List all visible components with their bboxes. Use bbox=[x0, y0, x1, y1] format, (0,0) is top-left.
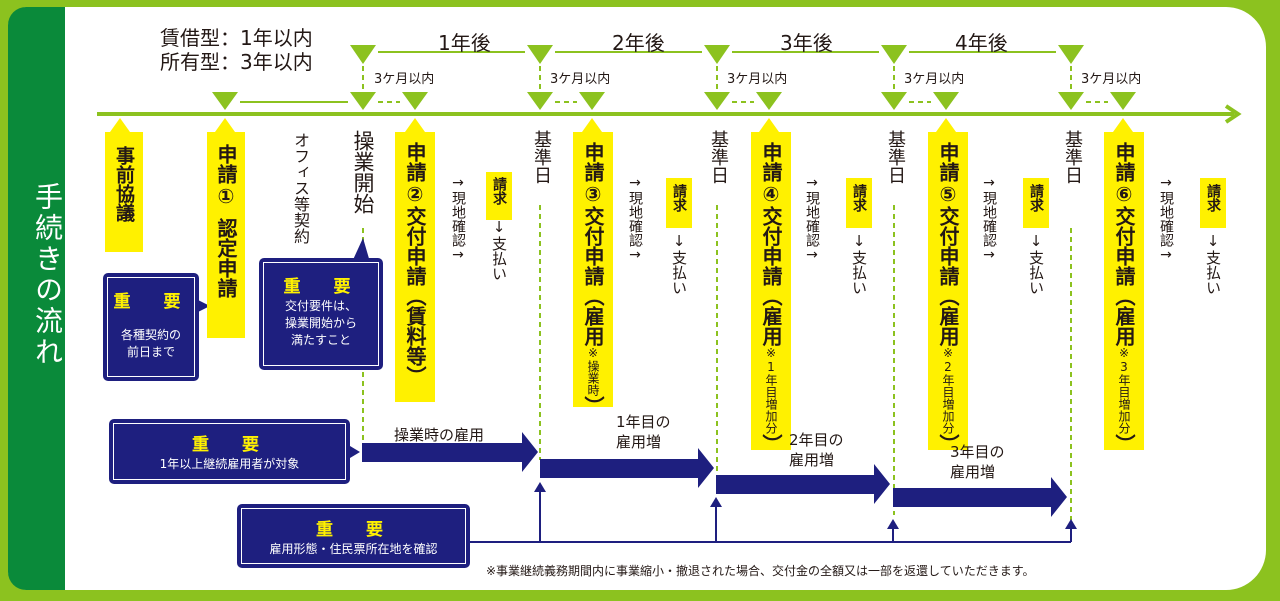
footnote: ※事業継続義務期間内に事業縮小・撤退された場合、交付金の全額又は一部を返還してい… bbox=[486, 564, 1035, 578]
payment-label: ↓支払い bbox=[850, 232, 868, 295]
app1-body: 認定申請 bbox=[214, 218, 238, 298]
up-arrow-icon bbox=[710, 497, 722, 507]
within-3-months-label: 3ケ月以内 bbox=[550, 72, 611, 87]
base-date-label: 基準日 bbox=[531, 130, 552, 184]
site-check-label: →現地確認→ bbox=[1158, 175, 1174, 263]
operation-start-label: 操業開始 bbox=[351, 130, 375, 214]
lease-type-note: 賃借型：1年以内 bbox=[160, 26, 313, 50]
payment-label: ↓支払い bbox=[1027, 232, 1045, 295]
claim-label: 請求 bbox=[1200, 178, 1226, 228]
step-prior-consultation: 事前協議 bbox=[105, 132, 143, 252]
sidebar-title: 手続きの流れ bbox=[31, 182, 64, 368]
app5-head: 申請⑤ bbox=[936, 142, 960, 206]
employment-arrow-y2 bbox=[716, 464, 890, 504]
app4-note: ※1年目増加分 bbox=[764, 346, 778, 434]
year-label-1: 1年後 bbox=[438, 31, 491, 55]
step-application-4: 申請④交付申請（雇用※1年目増加分） bbox=[751, 132, 791, 454]
up-arrow-icon bbox=[1065, 519, 1077, 529]
step-application-5: 申請⑤交付申請（雇用※2年目増加分） bbox=[928, 132, 968, 454]
up-arrow-icon bbox=[534, 482, 546, 492]
payment-label: ↓支払い bbox=[490, 218, 508, 281]
step-application-1: 申請① 認定申請 bbox=[207, 132, 245, 338]
milestone-triangle-icon bbox=[1058, 45, 1084, 64]
claim-label: 請求 bbox=[486, 172, 512, 220]
app4-body: 交付申請（雇用 bbox=[759, 206, 783, 346]
office-contract-label: オフィス等契約 bbox=[291, 132, 310, 244]
important-title: 重 要 bbox=[316, 520, 391, 540]
milestone-triangle-icon bbox=[579, 92, 605, 110]
milestone-triangle-icon bbox=[350, 45, 376, 64]
y2-employment-label: 2年目の雇用増 bbox=[789, 431, 844, 469]
site-check-label: →現地確認→ bbox=[804, 175, 820, 263]
payment-label: ↓支払い bbox=[670, 232, 688, 295]
app3-body: 交付申請（雇用 bbox=[581, 206, 605, 346]
important-note-contract: 重 要 各種契約の 前日まで bbox=[103, 273, 199, 381]
step-application-2: 申請②交付申請（賃料等） bbox=[395, 132, 435, 402]
employment-arrow-op bbox=[362, 432, 538, 472]
claim-label: 請求 bbox=[1023, 178, 1049, 228]
within-3-months-label: 3ケ月以内 bbox=[904, 72, 965, 87]
milestone-triangle-icon bbox=[933, 92, 959, 110]
app3-head: 申請③ bbox=[581, 142, 605, 206]
important-note-employee: 重 要 1年以上継続雇用者が対象 bbox=[109, 419, 350, 484]
app3-note: ※操業時 bbox=[586, 346, 600, 396]
employment-arrow-y1 bbox=[540, 448, 714, 488]
important-title: 重 要 bbox=[113, 292, 189, 312]
important-title: 重 要 bbox=[283, 277, 359, 297]
within-3-months-label: 3ケ月以内 bbox=[374, 72, 435, 87]
year-label-3: 3年後 bbox=[780, 31, 833, 55]
milestone-triangle-icon bbox=[402, 92, 428, 110]
employment-arrow-y3 bbox=[893, 477, 1067, 517]
milestone-triangle-icon bbox=[1110, 92, 1136, 110]
y3-employment-label: 3年目の雇用増 bbox=[950, 443, 1005, 481]
within-3-months-label: 3ケ月以内 bbox=[727, 72, 788, 87]
op-time-employment-label: 操業時の雇用 bbox=[394, 426, 485, 444]
site-check-label: →現地確認→ bbox=[981, 175, 997, 263]
app5-body: 交付申請（雇用 bbox=[936, 206, 960, 346]
site-check-label: →現地確認→ bbox=[450, 175, 466, 263]
app1-head: 申請① bbox=[214, 144, 238, 208]
site-check-label: →現地確認→ bbox=[627, 175, 643, 263]
important-title: 重 要 bbox=[192, 435, 267, 455]
base-date-label: 基準日 bbox=[1062, 130, 1083, 184]
owned-type-note: 所有型：3年以内 bbox=[160, 50, 313, 74]
milestone-triangle-icon bbox=[350, 92, 376, 110]
year-label-2: 2年後 bbox=[612, 31, 665, 55]
y1-employment-label: 1年目の雇用増 bbox=[616, 413, 671, 451]
sidebar: 手続きの流れ bbox=[8, 7, 65, 590]
payment-label: ↓支払い bbox=[1204, 232, 1222, 295]
timeline-arrowhead-icon bbox=[1224, 104, 1242, 124]
milestone-triangle-icon bbox=[704, 45, 730, 64]
base-date-label: 基準日 bbox=[708, 130, 729, 184]
step-application-6: 申請⑥交付申請（雇用※3年目増加分） bbox=[1104, 132, 1144, 454]
milestone-triangle-icon bbox=[1058, 92, 1084, 110]
milestone-triangle-icon bbox=[756, 92, 782, 110]
step-application-3: 申請③交付申請（雇用※操業時） bbox=[573, 132, 613, 416]
app6-body: 交付申請（雇用 bbox=[1112, 206, 1136, 346]
within-3-months-label: 3ケ月以内 bbox=[1081, 72, 1142, 87]
important-note-residence: 重 要 雇用形態・住民票所在地を確認 bbox=[237, 504, 470, 568]
app5-note: ※2年目増加分 bbox=[941, 346, 955, 434]
milestone-triangle-icon bbox=[527, 45, 553, 64]
year-label-4: 4年後 bbox=[955, 31, 1008, 55]
claim-label: 請求 bbox=[666, 178, 692, 228]
milestone-triangle-icon bbox=[881, 45, 907, 64]
app6-note: ※3年目増加分 bbox=[1117, 346, 1131, 434]
base-date-label: 基準日 bbox=[885, 130, 906, 184]
app6-head: 申請⑥ bbox=[1112, 142, 1136, 206]
up-arrow-icon bbox=[887, 519, 899, 529]
app2-label: 申請②交付申請（賃料等） bbox=[403, 142, 427, 386]
claim-label: 請求 bbox=[846, 178, 872, 228]
milestone-triangle-icon bbox=[527, 92, 553, 110]
milestone-triangle-icon bbox=[212, 92, 238, 110]
milestone-triangle-icon bbox=[704, 92, 730, 110]
milestone-triangle-icon bbox=[881, 92, 907, 110]
important-note-requirement: 重 要 交付要件は、 操業開始から 満たすこと bbox=[259, 258, 383, 370]
app4-head: 申請④ bbox=[759, 142, 783, 206]
